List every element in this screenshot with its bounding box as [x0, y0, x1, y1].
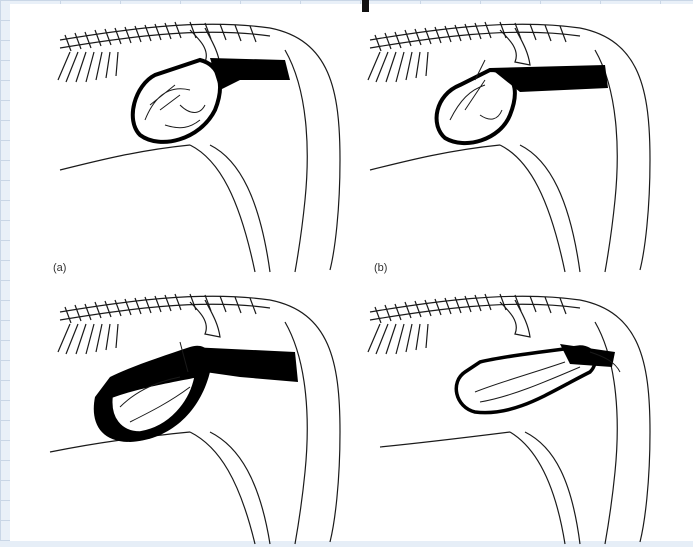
panel-label-a: (a)	[53, 262, 66, 274]
anatomy-drawing-d	[350, 282, 680, 547]
anatomy-drawing-c	[40, 282, 370, 547]
figure-panel-d	[350, 282, 680, 547]
black-tract	[210, 58, 290, 90]
figure-panel-b	[350, 10, 680, 275]
spine	[60, 24, 270, 40]
anatomy-drawing-b	[350, 10, 680, 275]
uterus-shape	[133, 60, 220, 142]
anatomy-drawing-a	[40, 10, 370, 275]
panel-label-b: (b)	[374, 262, 387, 274]
figure-panel-c	[40, 282, 370, 547]
ribs	[58, 52, 118, 82]
figure-panel-a	[40, 10, 370, 275]
